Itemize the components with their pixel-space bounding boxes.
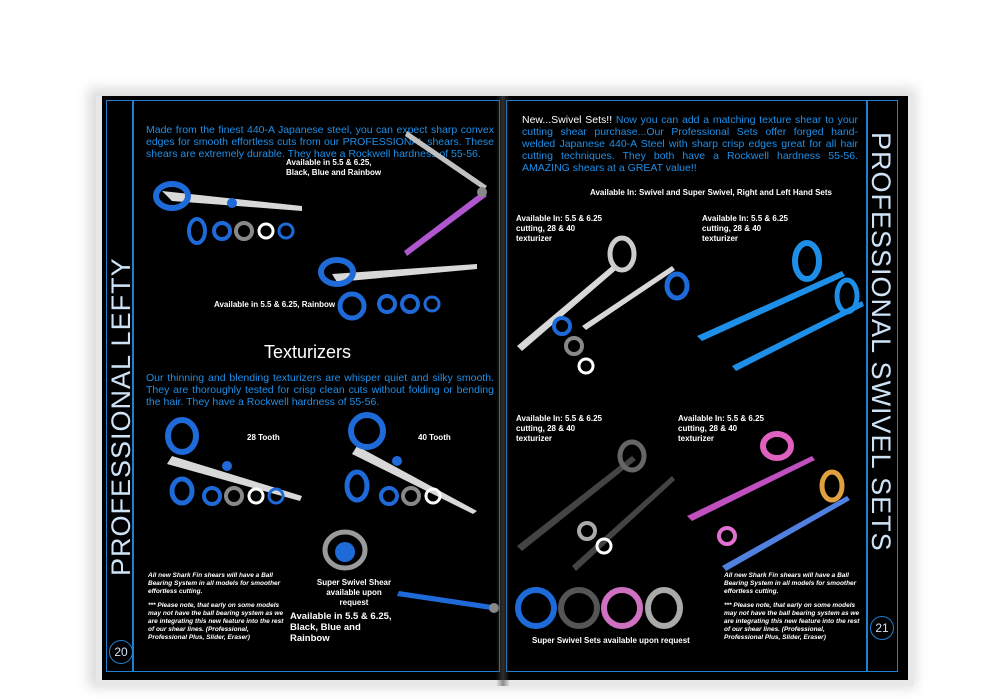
right-page: PROFESSIONAL SWIVEL SETS 21 New...Swivel…	[502, 96, 914, 686]
intro-lead: New...Swivel Sets!!	[522, 114, 613, 126]
side-title-frame	[866, 100, 898, 672]
texturizers-text: Our thinning and blending texturizers ar…	[146, 372, 494, 408]
texturizers-heading: Texturizers	[264, 342, 352, 362]
set-caption-silver: Available In: 5.5 & 6.25 cutting, 28 & 4…	[516, 214, 602, 243]
rainbow-set-image	[687, 431, 850, 571]
set-caption-blue: Available In: 5.5 & 6.25 cutting, 28 & 4…	[702, 214, 788, 243]
blue-set-image	[697, 240, 864, 371]
tooth-28-label: 28 Tooth	[247, 433, 280, 442]
caption-rainbow: Available in 5.5 & 6.25, Rainbow	[214, 300, 336, 309]
bottom-shear-image	[397, 591, 499, 613]
silver-set-image	[517, 235, 690, 375]
please-note: *** Please note, that early on some mode…	[724, 602, 860, 641]
super-swivel-sets-image	[515, 587, 683, 629]
caption-colors-bottom: Available in 5.5 & 6.25, Black, Blue and…	[290, 611, 392, 644]
rainbow-shear-image	[404, 131, 487, 256]
available-in-caption: Available In: Swivel and Super Swivel, R…	[590, 188, 832, 197]
lefty-shear-image	[153, 181, 302, 245]
intro-body: Now you can add a matching texture shear…	[522, 114, 858, 174]
please-note: *** Please note, that early on some mode…	[148, 602, 284, 641]
texturizer-28-image	[165, 417, 302, 506]
tooth-40-label: 40 Tooth	[418, 433, 451, 442]
set-caption-black: Available In: 5.5 & 6.25 cutting, 28 & 4…	[516, 414, 602, 443]
left-page: PROFESSIONAL LEFTY 20 Made from the fine…	[96, 96, 508, 686]
page-number: 20	[109, 640, 133, 664]
book-gutter	[496, 96, 510, 686]
super-swivel-image	[322, 529, 368, 571]
ball-bearing-note: All new Shark Fin shears will have a Bal…	[724, 572, 857, 595]
texturizer-40-image	[344, 412, 477, 514]
intro-text: New...Swivel Sets!! Now you can add a ma…	[522, 114, 858, 174]
black-set-image	[517, 439, 675, 571]
set-caption-rainbow: Available In: 5.5 & 6.25 cutting, 28 & 4…	[678, 414, 764, 443]
side-title-frame	[106, 100, 134, 672]
ball-bearing-note: All new Shark Fin shears will have a Bal…	[148, 572, 281, 595]
lefty-shear-image-2	[318, 257, 477, 321]
super-swivel-caption: Super Swivel Shear available upon reques…	[316, 578, 392, 607]
side-title: PROFESSIONAL LEFTY	[106, 257, 136, 576]
page-number: 21	[870, 616, 894, 640]
intro-text: Made from the finest 440-A Japanese stee…	[146, 124, 494, 160]
super-swivel-sets-caption: Super Swivel Sets available upon request	[532, 636, 690, 645]
caption-colors: Available in 5.5 & 6.25, Black, Blue and…	[286, 158, 382, 177]
